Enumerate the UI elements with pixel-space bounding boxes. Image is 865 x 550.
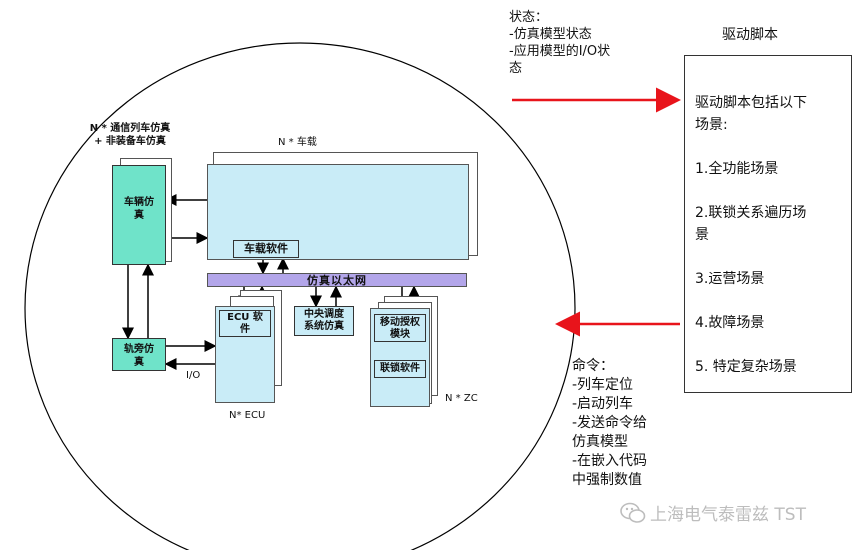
movement-authority-box: 移动授权 模块 xyxy=(374,314,426,342)
interlocking-software-box: 联锁软件 xyxy=(374,360,426,378)
driver-script-intro: 驱动脚本包括以下 场景: xyxy=(695,95,807,133)
driver-script-box: 驱动脚本包括以下 场景: 1.全功能场景 2.联锁关系遍历场 景 3.运营场景 … xyxy=(684,55,852,393)
ecu-software-box: ECU 软 件 xyxy=(219,310,271,337)
io-label: I/O xyxy=(186,370,201,381)
vehicle-sim-label: 车辆仿 真 xyxy=(124,197,154,221)
watermark-text: 上海电气泰雷兹 TST xyxy=(650,505,806,525)
train-sim-note: N * 通信列车仿真 + 非装备车仿真 xyxy=(89,123,171,147)
ecu-software-label: ECU 软 件 xyxy=(227,312,263,335)
movement-authority-label: 移动授权 模块 xyxy=(380,317,420,340)
scenario-1: 1.全功能场景 xyxy=(695,161,779,177)
scenario-4: 4.故障场景 xyxy=(695,315,765,331)
n-zc-label: N * ZC xyxy=(445,393,478,404)
scenario-3: 3.运营场景 xyxy=(695,271,765,287)
driver-script-title: 驱动脚本 xyxy=(722,27,778,43)
watermark: 上海电气泰雷兹 TST xyxy=(620,500,806,525)
status-note: 状态： -仿真模型状态 -应用模型的I/O状 态 xyxy=(509,10,611,76)
central-dispatch-box: 中央调度 系统仿真 xyxy=(294,306,354,336)
onboard-software-box: 车载软件 xyxy=(233,240,299,258)
scenario-2: 2.联锁关系遍历场 景 xyxy=(695,205,807,243)
trackside-sim-label: 轨旁仿 真 xyxy=(124,344,154,368)
wechat-icon xyxy=(620,502,646,523)
trackside-sim-box: 轨旁仿 真 xyxy=(112,338,166,371)
command-note: 命令： -列车定位 -启动列车 -发送命令给 仿真模型 -在嵌入代码 中强制数值 xyxy=(572,358,648,488)
sim-ethernet-bar: 仿真以太网 xyxy=(207,273,467,287)
vehicle-sim-box: 车辆仿 真 xyxy=(112,165,166,265)
system-boundary-circle xyxy=(24,42,576,550)
scenario-5: 5. 特定复杂场景 xyxy=(695,359,797,375)
central-dispatch-label: 中央调度 系统仿真 xyxy=(304,309,344,332)
onboard-count-label: N * 车载 xyxy=(278,137,317,148)
n-ecu-label: N* ECU xyxy=(229,410,266,421)
